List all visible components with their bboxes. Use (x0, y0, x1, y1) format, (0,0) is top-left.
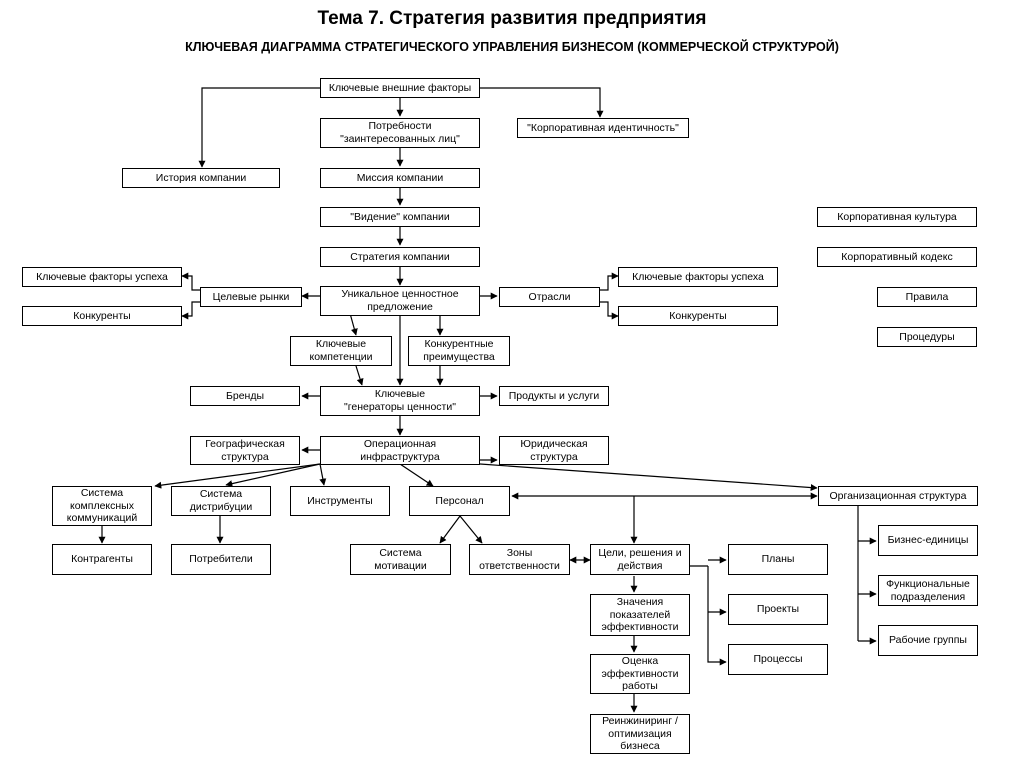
connector (479, 463, 818, 492)
connector (459, 515, 483, 544)
node-industries: Отрасли (499, 287, 600, 307)
node-company-mission: Миссия компании (320, 168, 480, 188)
node-key-competencies: Ключевые компетенции (290, 336, 392, 366)
node-counterparties: Контрагенты (52, 544, 152, 575)
connector (355, 365, 364, 386)
node-company-history: История компании (122, 168, 280, 188)
connector (707, 566, 727, 666)
node-work-groups: Рабочие группы (878, 625, 978, 656)
node-personnel: Персонал (409, 486, 510, 516)
node-brands: Бренды (190, 386, 300, 406)
node-company-vision: "Видение" компании (320, 207, 480, 227)
connector (181, 272, 200, 291)
node-geographic-structure: Географическая структура (190, 436, 300, 465)
node-legal-structure: Юридическая структура (499, 436, 609, 465)
node-products-services: Продукты и услуги (499, 386, 609, 406)
connector (198, 87, 320, 168)
node-plans: Планы (728, 544, 828, 575)
connector (154, 463, 321, 489)
node-functional-divisions: Функциональные подразделения (878, 575, 978, 606)
connector (319, 463, 327, 486)
node-motivation-system: Система мотивации (350, 544, 451, 575)
node-tools: Инструменты (290, 486, 390, 516)
node-value-generators: Ключевые "генераторы ценности" (320, 386, 480, 416)
node-kfs-left: Ключевые факторы успеха (22, 267, 182, 287)
node-competitive-advantages: Конкурентные преимущества (408, 336, 510, 366)
connector (181, 301, 200, 320)
node-stakeholder-needs: Потребности "заинтересованных лиц" (320, 118, 480, 148)
node-corporate-code: Корпоративный кодекс (817, 247, 977, 267)
connector (225, 463, 321, 488)
page-title: Тема 7. Стратегия развития предприятия (317, 8, 707, 29)
node-unique-value-proposition: Уникальное ценностное предложение (320, 286, 480, 316)
connector (439, 515, 461, 544)
node-corporate-culture: Корпоративная культура (817, 207, 977, 227)
connector (600, 272, 619, 291)
node-operational-infrastructure: Операционная инфраструктура (320, 436, 480, 465)
node-performance-evaluation: Оценка эффективности работы (590, 654, 690, 694)
connector (399, 463, 434, 487)
node-processes: Процессы (728, 644, 828, 675)
node-kfs-right: Ключевые факторы успеха (618, 267, 778, 287)
node-competitors-left: Конкуренты (22, 306, 182, 326)
node-projects: Проекты (728, 594, 828, 625)
node-goals-decisions-actions: Цели, решения и действия (590, 544, 690, 575)
connector (600, 301, 619, 320)
node-reengineering: Реинжиниринг / оптимизация бизнеса (590, 714, 690, 754)
node-target-markets: Целевые рынки (200, 287, 302, 307)
node-procedures: Процедуры (877, 327, 977, 347)
node-organizational-structure: Организационная структура (818, 486, 978, 506)
node-kpi-values: Значения показателей эффективности (590, 594, 690, 636)
node-company-strategy: Стратегия компании (320, 247, 480, 267)
node-competitors-right: Конкуренты (618, 306, 778, 326)
node-rules: Правила (877, 287, 977, 307)
node-business-units: Бизнес-единицы (878, 525, 978, 556)
diagram-subtitle: КЛЮЧЕВАЯ ДИАГРАММА СТРАТЕГИЧЕСКОГО УПРАВ… (185, 40, 839, 54)
connector (480, 87, 604, 118)
node-corporate-identity: "Корпоративная идентичность" (517, 118, 689, 138)
node-integrated-communications: Система комплексных коммуникаций (52, 486, 152, 526)
node-key-external-factors: Ключевые внешние факторы (320, 78, 480, 98)
node-consumers: Потребители (171, 544, 271, 575)
node-responsibility-zones: Зоны ответственности (469, 544, 570, 575)
node-distribution-system: Система дистрибуции (171, 486, 271, 516)
